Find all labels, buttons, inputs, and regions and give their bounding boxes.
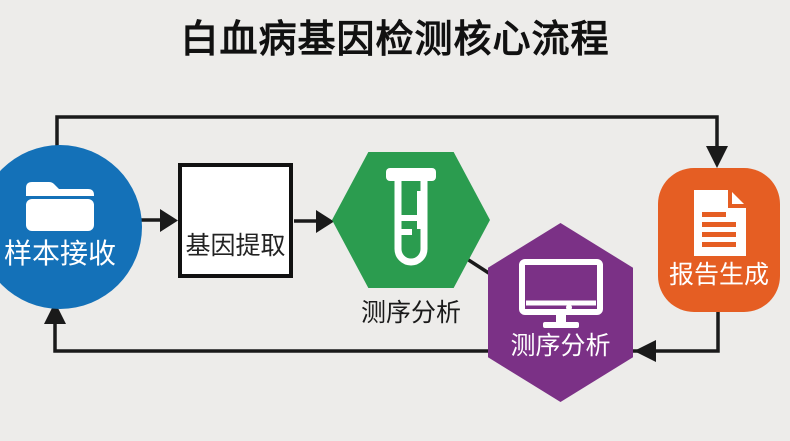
- edge-bottom-route: [53, 306, 720, 353]
- node-label: 基因提取: [185, 231, 286, 260]
- node-label: 样本接收: [3, 238, 116, 269]
- folder-icon: [26, 182, 94, 231]
- document-icon: [694, 190, 746, 256]
- node-label: 测序分析: [510, 332, 611, 360]
- node-sequencing-analysis-label: 测序分析: [360, 299, 461, 327]
- arrowhead-into-analysis: [634, 340, 656, 362]
- monitor-icon: [518, 259, 603, 328]
- arrowhead-into-extraction: [160, 209, 178, 232]
- test-tube-icon: [386, 168, 436, 266]
- edge-top-route: [55, 115, 719, 152]
- node-sample-reception: 样本接收: [0, 145, 142, 309]
- node-label: 报告生成: [668, 261, 769, 289]
- node-gene-extraction: 基因提取: [178, 163, 293, 278]
- arrowhead-into-sample: [44, 302, 66, 324]
- node-report-generation: 报告生成: [658, 168, 780, 312]
- page-title: 白血病基因检测核心流程: [180, 19, 610, 61]
- arrowhead-into-sequencing: [316, 210, 334, 233]
- arrowhead-into-report: [706, 146, 728, 168]
- node-data-analysis: 测序分析: [488, 223, 633, 402]
- node-sequencing-analysis: [332, 152, 490, 288]
